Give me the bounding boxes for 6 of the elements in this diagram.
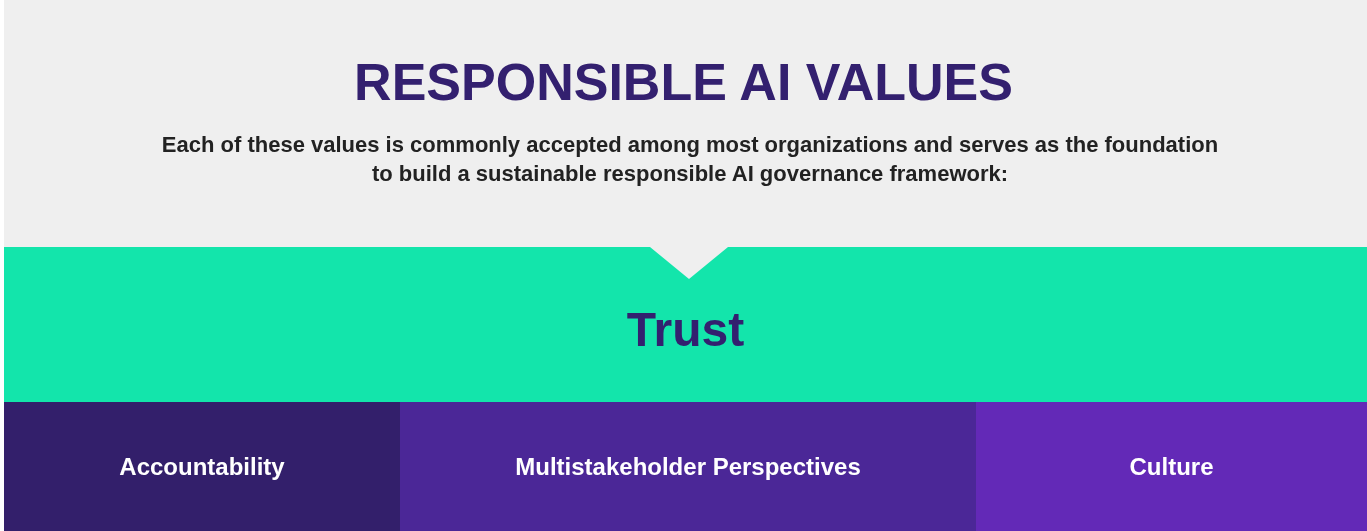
value-box: Multistakeholder Perspectives [400, 402, 976, 531]
subtitle-text: Each of these values is commonly accepted among most organizations and serves as the foundation to build a sustainable responsible AI governance framework: [160, 131, 1220, 188]
title: RESPONSIBLE AI VALUES [353, 52, 1014, 112]
value-band: Trust [4, 247, 1367, 402]
value-box: Culture [976, 402, 1367, 531]
value-box: Accountability [4, 402, 400, 531]
